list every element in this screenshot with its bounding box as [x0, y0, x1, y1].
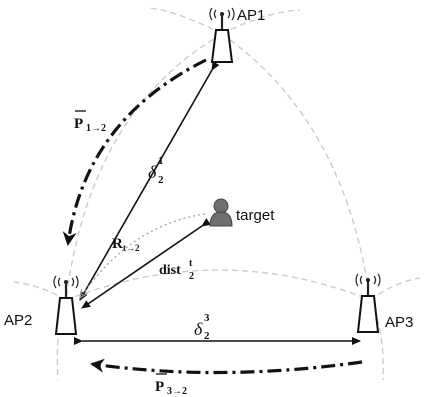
svg-text:2: 2 [189, 271, 194, 282]
delta-3-2-label: δ 3 2 [194, 312, 210, 342]
svg-text:3: 3 [204, 312, 210, 324]
p-1-2-label: P 1→2 [74, 110, 106, 134]
target-person-icon [209, 198, 233, 227]
arc-left-top-ext [13, 281, 67, 301]
r-t-2-label: R t→2 [112, 236, 140, 253]
svg-text:2: 2 [158, 174, 164, 186]
svg-text:t: t [189, 258, 193, 269]
svg-text:3→2: 3→2 [167, 386, 187, 397]
r-t-2-arrow [80, 213, 206, 298]
p-3-2-label: P 3→2 [155, 373, 187, 397]
dist-t-2-label: dist t 2 [159, 258, 194, 282]
svg-text:P: P [74, 116, 83, 132]
arc-right-top-ext [369, 277, 421, 301]
svg-text:dist: dist [159, 263, 181, 278]
ap1-antenna-icon [209, 7, 235, 63]
ap3-antenna-icon [355, 273, 381, 333]
arc-ap2-ap3 [65, 269, 371, 301]
arc-ap1-ap3 [221, 33, 371, 301]
svg-text:1: 1 [158, 155, 164, 167]
svg-text:P: P [155, 379, 164, 395]
svg-text:δ: δ [148, 162, 157, 182]
svg-text:2: 2 [204, 330, 210, 342]
target-label: target [236, 207, 275, 224]
ap2-antenna-icon [53, 275, 79, 335]
ap1-label: AP1 [237, 7, 265, 24]
ap3-label: AP3 [385, 314, 413, 331]
arc-ap1-ap2 [65, 33, 223, 301]
p-1-2-arrow [62, 58, 207, 246]
svg-text:t→2: t→2 [123, 243, 140, 253]
p-3-2-arrow [90, 358, 363, 375]
arc-right-ext [369, 299, 384, 381]
svg-text:R: R [112, 236, 123, 252]
svg-text:1→2: 1→2 [86, 123, 106, 134]
svg-text:δ: δ [194, 319, 203, 339]
dist-t-2-arrow [81, 218, 211, 309]
ap2-label: AP2 [4, 312, 32, 329]
delta-1-2-label: δ 1 2 [148, 155, 164, 186]
arc-top-ext-left [149, 7, 223, 35]
arc-top-ext-right [221, 9, 301, 35]
